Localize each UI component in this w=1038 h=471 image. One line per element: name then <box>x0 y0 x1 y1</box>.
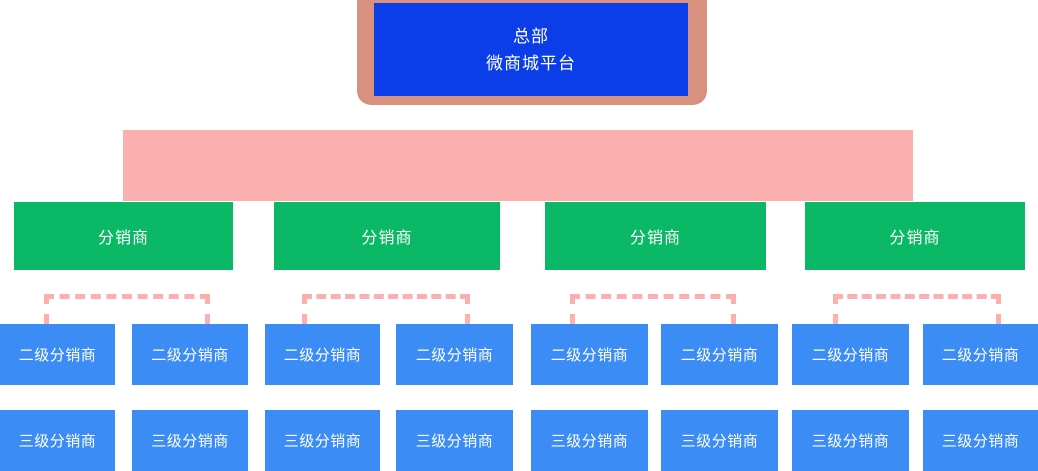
level3-node-1[interactable]: 三级分销商 <box>0 410 115 471</box>
distribution-connector-bar <box>123 130 913 201</box>
level2-node-3[interactable]: 二级分销商 <box>265 324 380 385</box>
level3-node-7[interactable]: 三级分销商 <box>792 410 909 471</box>
headquarters-line2: 微商城平台 <box>486 53 576 73</box>
dashed-bracket-4 <box>833 294 1001 324</box>
level2-node-6[interactable]: 二级分销商 <box>661 324 778 385</box>
level3-node-6[interactable]: 三级分销商 <box>661 410 778 471</box>
level2-node-4[interactable]: 二级分销商 <box>396 324 513 385</box>
level1-node-1[interactable]: 分销商 <box>14 202 233 270</box>
level1-node-3[interactable]: 分销商 <box>545 202 766 270</box>
level2-node-7[interactable]: 二级分销商 <box>792 324 909 385</box>
level1-node-2[interactable]: 分销商 <box>274 202 500 270</box>
level2-node-2[interactable]: 二级分销商 <box>132 324 248 385</box>
level3-node-4[interactable]: 三级分销商 <box>396 410 513 471</box>
level3-node-3[interactable]: 三级分销商 <box>265 410 380 471</box>
level2-node-1[interactable]: 二级分销商 <box>0 324 115 385</box>
dashed-bracket-2 <box>302 294 470 324</box>
dashed-bracket-3 <box>570 294 736 324</box>
level1-node-4[interactable]: 分销商 <box>805 202 1025 270</box>
dashed-bracket-1 <box>44 294 210 324</box>
level3-node-5[interactable]: 三级分销商 <box>531 410 648 471</box>
level2-node-5[interactable]: 二级分销商 <box>531 324 648 385</box>
level3-node-8[interactable]: 三级分销商 <box>923 410 1038 471</box>
headquarters-line1: 总部 <box>513 26 549 46</box>
headquarters-node[interactable]: 总部 微商城平台 <box>374 3 688 96</box>
level2-node-8[interactable]: 二级分销商 <box>923 324 1038 385</box>
level3-node-2[interactable]: 三级分销商 <box>132 410 248 471</box>
